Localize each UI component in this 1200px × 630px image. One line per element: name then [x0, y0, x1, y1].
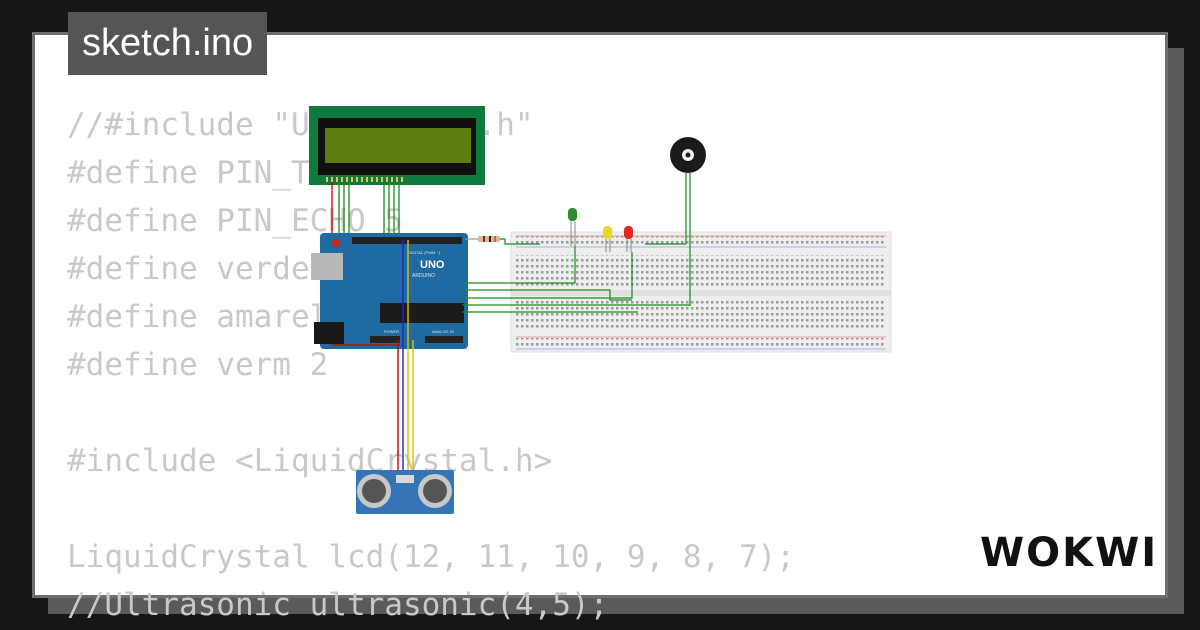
lcd-display	[309, 106, 485, 185]
code-line: #define amarelo 2	[67, 299, 385, 335]
ultrasonic-sensor	[356, 470, 454, 514]
wire	[338, 182, 400, 240]
led-red	[624, 226, 633, 252]
arduino-brand-label: ARDUINO	[412, 273, 435, 279]
arduino-uno: UNO ARDUINO DIGITAL (PWM ~) ANALOG IN PO…	[311, 233, 468, 349]
code-line: #define verde 3	[67, 251, 347, 287]
buzzer	[670, 137, 706, 306]
code-line: #define PIN_ECHO 5	[67, 203, 403, 239]
arduino-digital-label: DIGITAL (PWM ~)	[408, 250, 441, 255]
led-green	[568, 208, 577, 246]
breadboard	[510, 231, 892, 353]
wokwi-logo: WOKWI	[980, 530, 1156, 576]
led-yellow	[603, 226, 612, 252]
code-line: #define verm 2	[67, 347, 329, 383]
arduino-analog-label: ANALOG IN	[432, 329, 454, 334]
resistor	[465, 236, 540, 245]
code-line: LiquidCrystal lcd(12, 11, 10, 9, 8, 7);	[67, 539, 795, 575]
code-line: //Ultrasonic ultrasonic(4,5);	[67, 587, 609, 623]
arduino-power-label: POWER	[384, 329, 399, 334]
file-name-tab: sketch.ino	[68, 12, 268, 75]
wire	[462, 243, 690, 313]
wokwi-logo-text: WOKWI	[980, 530, 1158, 576]
arduino-uno-label: UNO	[420, 259, 445, 271]
